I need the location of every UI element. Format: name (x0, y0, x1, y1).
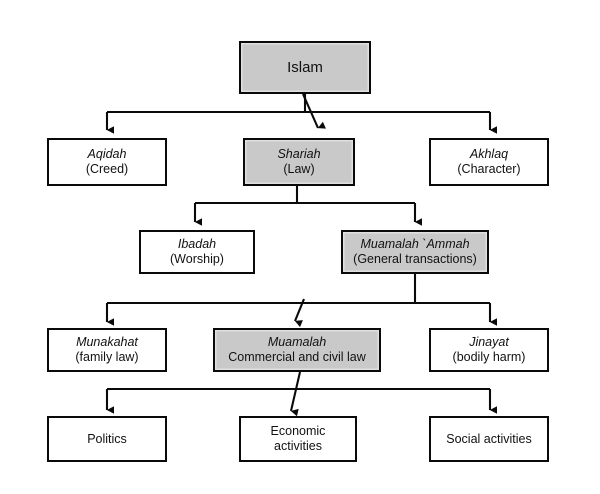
node-aqidah-term: Aqidah (87, 147, 127, 162)
node-muamalah-ammah-gloss: (General transactions) (353, 252, 477, 266)
node-muamalah-term: Muamalah (267, 335, 327, 350)
node-jinayat-gloss: (bodily harm) (452, 350, 526, 364)
node-shariah-term: Shariah (277, 147, 321, 162)
node-social-activities-label: Social activities (446, 431, 532, 446)
node-politics[interactable]: Politics (47, 416, 167, 462)
node-ibadah-term: Ibadah (177, 237, 217, 252)
node-munakahat-gloss: (family law) (75, 350, 139, 364)
node-akhlaq[interactable]: Akhlaq (Character) (429, 138, 549, 186)
node-shariah-gloss: (Law) (283, 162, 315, 176)
node-aqidah-gloss: (Creed) (85, 162, 129, 176)
node-economic-activities-label-2: activities (274, 439, 322, 453)
node-jinayat-term: Jinayat (469, 335, 509, 350)
node-munakahat[interactable]: Munakahat (family law) (47, 328, 167, 372)
node-akhlaq-term: Akhlaq (469, 147, 509, 162)
edge-bus-muamalah (294, 298, 305, 328)
node-islam[interactable]: Islam (239, 41, 371, 94)
node-muamalah-gloss: Commercial and civil law (228, 350, 366, 364)
node-akhlaq-gloss: (Character) (457, 162, 521, 176)
node-muamalah-ammah[interactable]: Muamalah `Ammah (General transactions) (341, 230, 489, 274)
edge-islam-shariah (302, 93, 326, 129)
node-ibadah-gloss: (Worship) (170, 252, 224, 266)
node-jinayat[interactable]: Jinayat (bodily harm) (429, 328, 549, 372)
node-muamalah[interactable]: Muamalah Commercial and civil law (213, 328, 381, 372)
node-economic-activities[interactable]: Economic activities (239, 416, 357, 462)
node-ibadah[interactable]: Ibadah (Worship) (139, 230, 255, 274)
node-politics-label: Politics (87, 431, 127, 446)
node-aqidah[interactable]: Aqidah (Creed) (47, 138, 167, 186)
node-munakahat-term: Munakahat (76, 335, 138, 350)
node-economic-activities-label-1: Economic (270, 424, 326, 439)
node-shariah[interactable]: Shariah (Law) (243, 138, 355, 186)
node-islam-label: Islam (287, 58, 323, 76)
node-muamalah-ammah-term: Muamalah `Ammah (360, 237, 470, 252)
node-social-activities[interactable]: Social activities (429, 416, 549, 462)
edge-muamalah-economic (289, 371, 302, 417)
